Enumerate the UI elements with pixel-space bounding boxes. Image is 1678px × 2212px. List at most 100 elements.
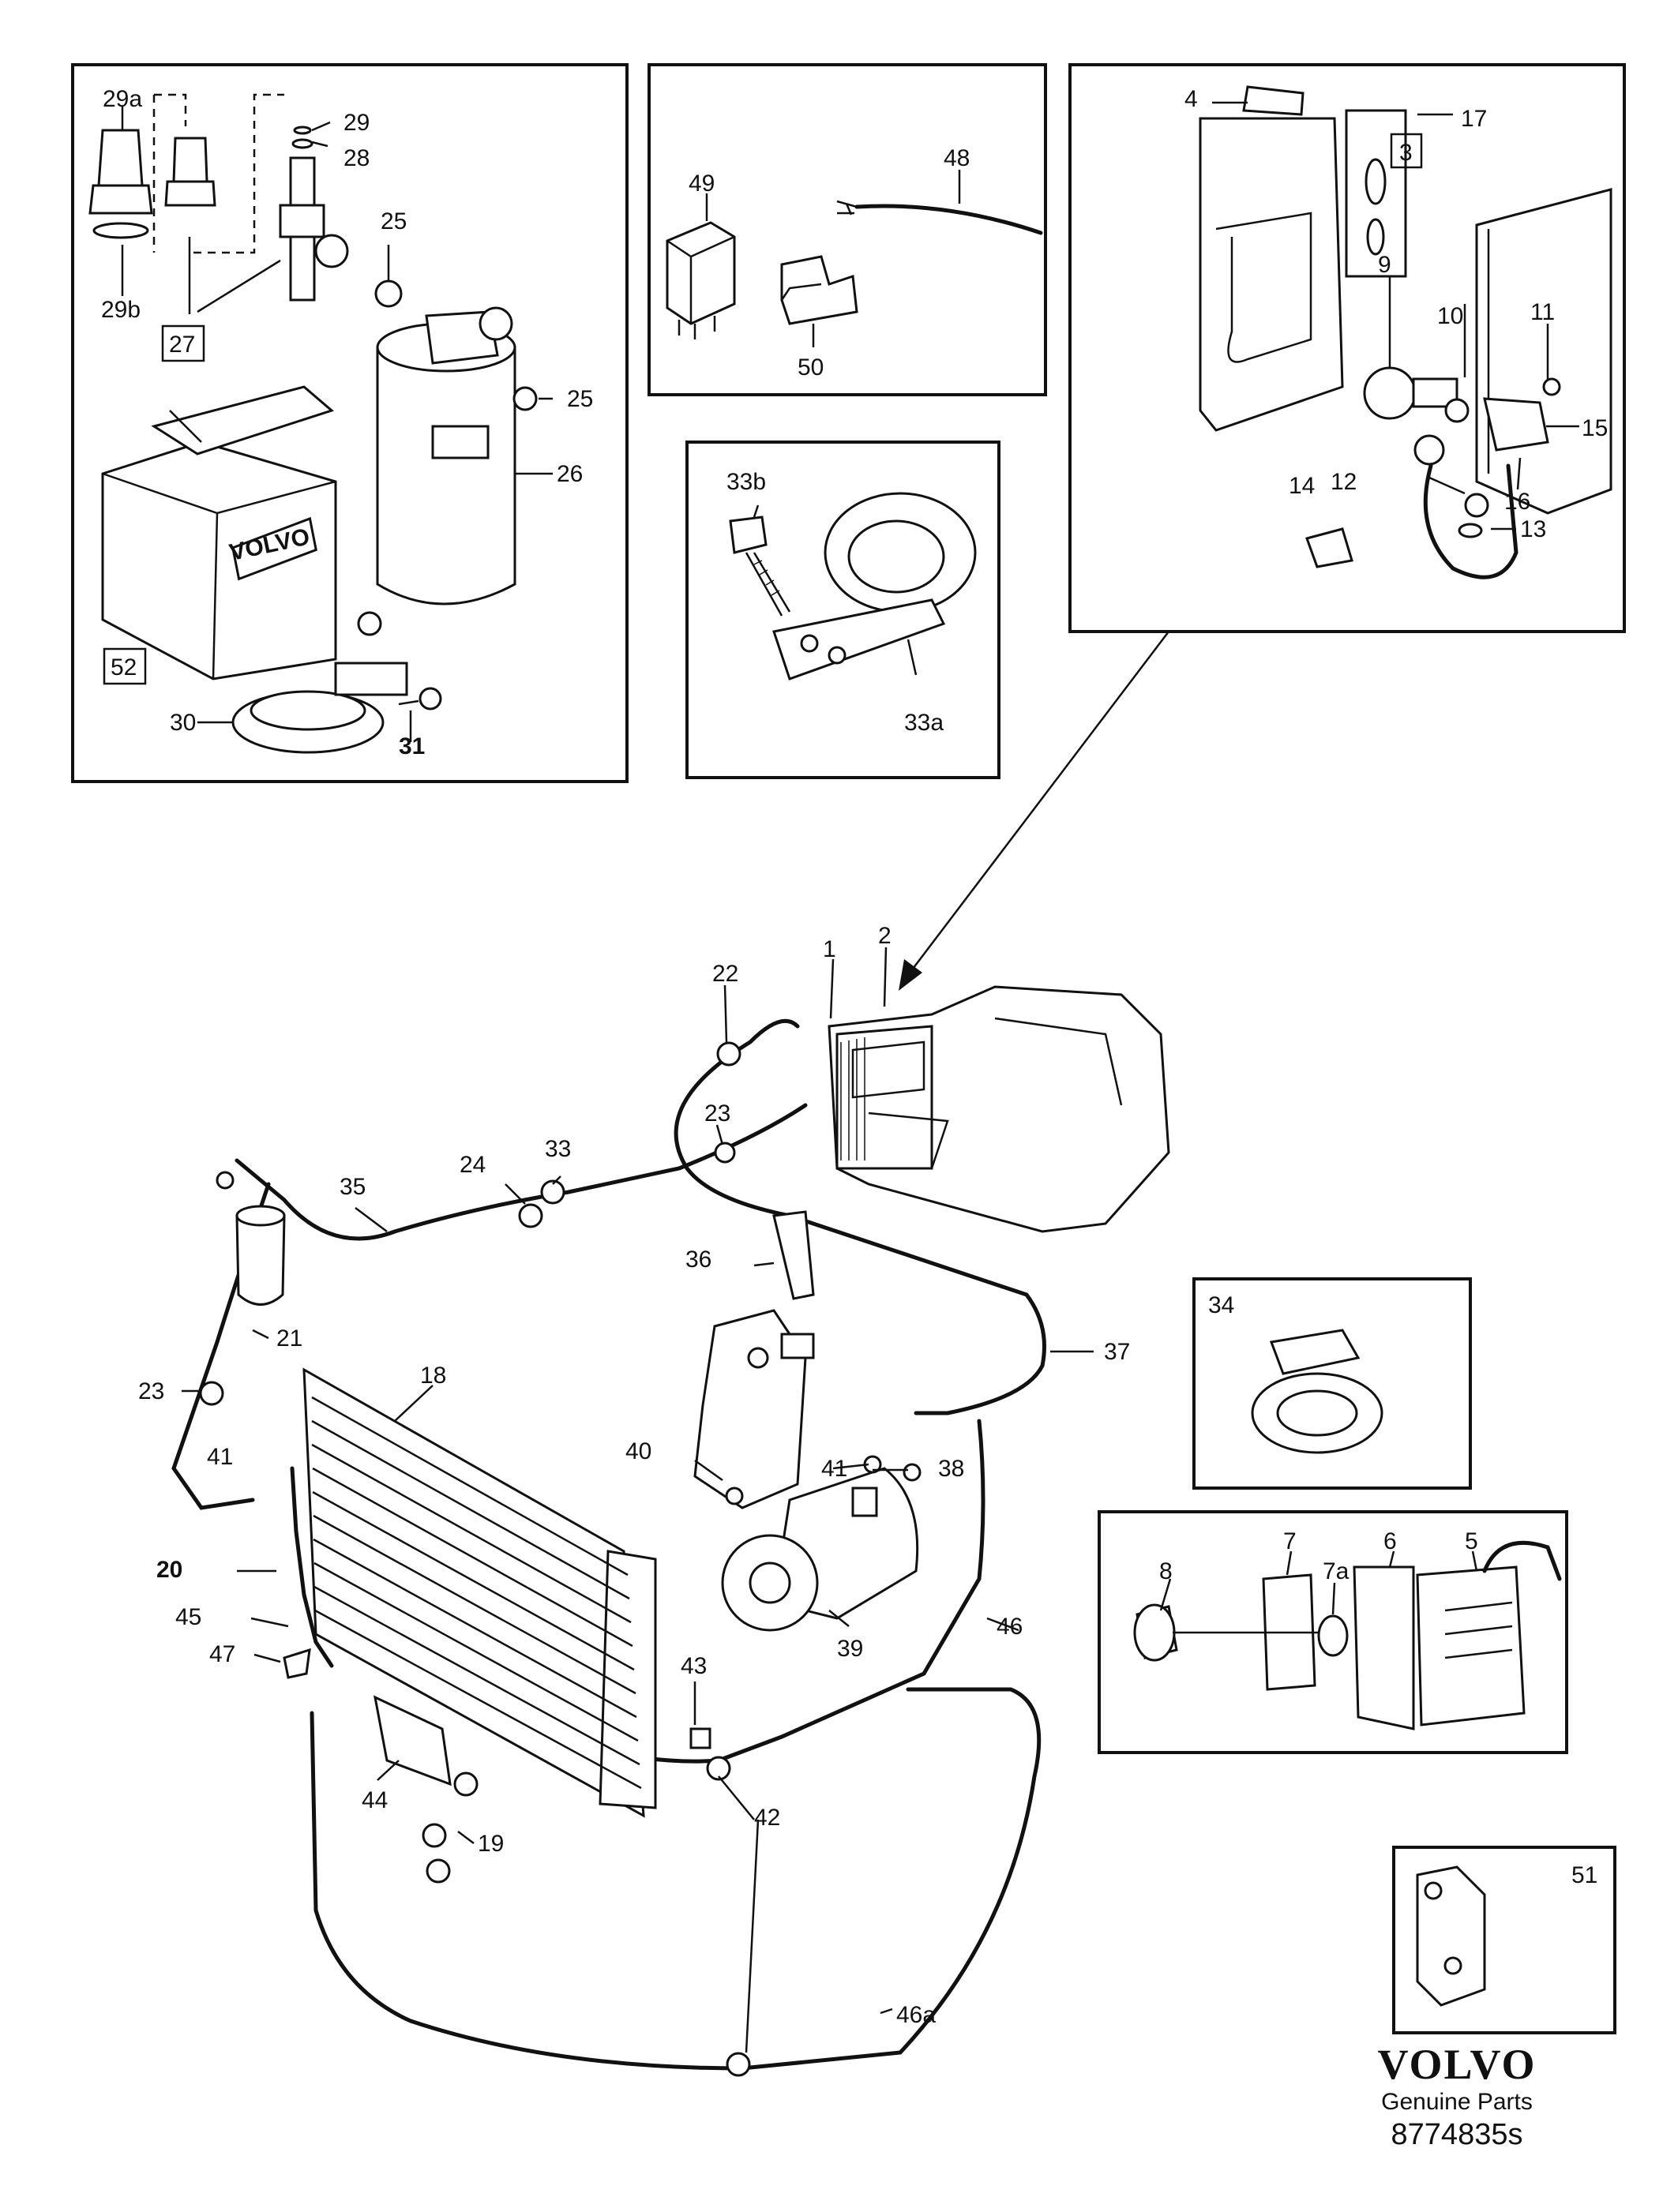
control-knob [1133, 1603, 1178, 1662]
callout-22: 22 [712, 961, 738, 987]
callout-31: 31 [399, 733, 425, 759]
callout-25-side: 25 [567, 386, 593, 412]
inset-receiver-drier: VOLVO 29a 29 28 25 29b 27 25 26 52 30 31 [71, 63, 629, 783]
callout-6: 6 [1383, 1528, 1397, 1554]
callout-40: 40 [625, 1438, 651, 1464]
callout-29: 29 [343, 110, 370, 136]
evaporator-side-panel [1475, 188, 1612, 515]
diagram-part-number: 8774835s [1391, 2118, 1523, 2151]
callout-28: 28 [343, 145, 370, 171]
callout-36: 36 [685, 1247, 711, 1273]
callout-3: 3 [1399, 140, 1413, 166]
callout-8: 8 [1159, 1558, 1173, 1584]
callout-10: 10 [1437, 303, 1463, 329]
callout-13: 13 [1520, 516, 1546, 542]
callout-47: 47 [209, 1641, 235, 1667]
washer-38 [903, 1463, 922, 1482]
clamp-bolt [729, 516, 791, 617]
callout-18: 18 [420, 1363, 446, 1389]
fitting-42a [706, 1756, 731, 1781]
receiver-drier [376, 306, 516, 605]
callout-14: 14 [1289, 473, 1315, 499]
service-valve [279, 126, 349, 302]
callout-37: 37 [1104, 1339, 1130, 1365]
callout-7a: 7a [1323, 1558, 1350, 1584]
brand-logo: VOLVO [1377, 2041, 1537, 2088]
callout-3-box [1390, 133, 1423, 169]
callout-50: 50 [798, 354, 824, 381]
spacer-7a [1317, 1614, 1349, 1657]
callout-33a: 33a [904, 710, 944, 736]
thermostat-switch [1416, 1540, 1562, 1726]
inset-hose-clamp: 33b 33a [685, 441, 1000, 779]
callout-25-top: 25 [381, 208, 407, 234]
callout-24: 24 [460, 1152, 486, 1178]
callout-23-left: 23 [138, 1378, 164, 1404]
relay-bracket [780, 255, 858, 325]
callout-43: 43 [681, 1653, 707, 1679]
callout-46a: 46a [896, 2002, 936, 2028]
callout-11: 11 [1530, 299, 1555, 325]
fitting-23-top [714, 1142, 736, 1164]
callout-27-box [161, 324, 205, 362]
callout-7: 7 [1283, 1528, 1297, 1554]
evaporator-housing [828, 985, 1170, 1233]
callout-26: 26 [557, 461, 583, 487]
callout-1: 1 [823, 936, 836, 962]
inline-filter [373, 1695, 479, 1848]
callout-23-top: 23 [704, 1100, 730, 1127]
brand-footer: VOLVO Genuine Parts 8774835s [1327, 2041, 1587, 2153]
callout-2: 2 [878, 923, 892, 949]
callout-34: 34 [1208, 1292, 1234, 1318]
fitting-22 [716, 1041, 741, 1067]
clip-47 [283, 1648, 311, 1679]
callout-16: 16 [1504, 489, 1530, 515]
callout-42: 42 [754, 1805, 780, 1831]
callout-35: 35 [340, 1174, 366, 1200]
service-valve-cap-alt [164, 137, 216, 207]
fitting-42b [726, 2052, 751, 2077]
receiver-drier-main [216, 1171, 286, 1306]
relay [666, 221, 736, 339]
inset-thermostat: 4 17 3 9 10 11 15 12 14 16 13 [1068, 63, 1626, 633]
callout-52: 52 [111, 654, 137, 680]
inset-bracket-51: 51 [1392, 1846, 1616, 2034]
inset-relay: 49 48 50 [648, 63, 1047, 396]
clamp-24 [518, 1203, 543, 1228]
o-ring-2 [512, 386, 538, 411]
callout-39: 39 [837, 1636, 863, 1662]
condenser [302, 1367, 657, 1818]
callout-4: 4 [1184, 86, 1198, 112]
callout-33: 33 [545, 1136, 571, 1162]
callout-44: 44 [362, 1787, 388, 1813]
clamp-33 [540, 1179, 565, 1205]
callout-49: 49 [689, 171, 715, 197]
callout-17: 17 [1461, 106, 1487, 132]
callout-33b: 33b [726, 469, 766, 495]
drier-clamp [231, 611, 442, 754]
volvo-carton: VOLVO [101, 385, 337, 680]
callout-15: 15 [1582, 415, 1608, 441]
bracket-36 [772, 1210, 815, 1300]
nut-43 [689, 1727, 711, 1749]
brand-tagline: Genuine Parts [1381, 2089, 1533, 2115]
service-valve-cap [88, 129, 153, 239]
callout-38: 38 [938, 1456, 964, 1482]
callout-45: 45 [175, 1604, 201, 1630]
callout-29a: 29a [103, 86, 142, 112]
inset-thermostat-switch: 8 7 7a 6 5 [1098, 1510, 1568, 1754]
callout-19: 19 [478, 1831, 504, 1857]
callout-46: 46 [997, 1614, 1023, 1640]
callout-52-box [103, 647, 147, 685]
p-clip [772, 492, 977, 680]
wiring-lead [836, 200, 1043, 235]
compressor [721, 1467, 919, 1632]
callout-21: 21 [276, 1325, 302, 1352]
callout-51: 51 [1571, 1862, 1597, 1888]
expansion-valve [1363, 366, 1561, 579]
mounting-clip [1305, 527, 1353, 568]
inset-clamp-34: 34 [1192, 1277, 1472, 1490]
callout-41-right: 41 [821, 1456, 847, 1482]
callout-9: 9 [1378, 252, 1391, 278]
